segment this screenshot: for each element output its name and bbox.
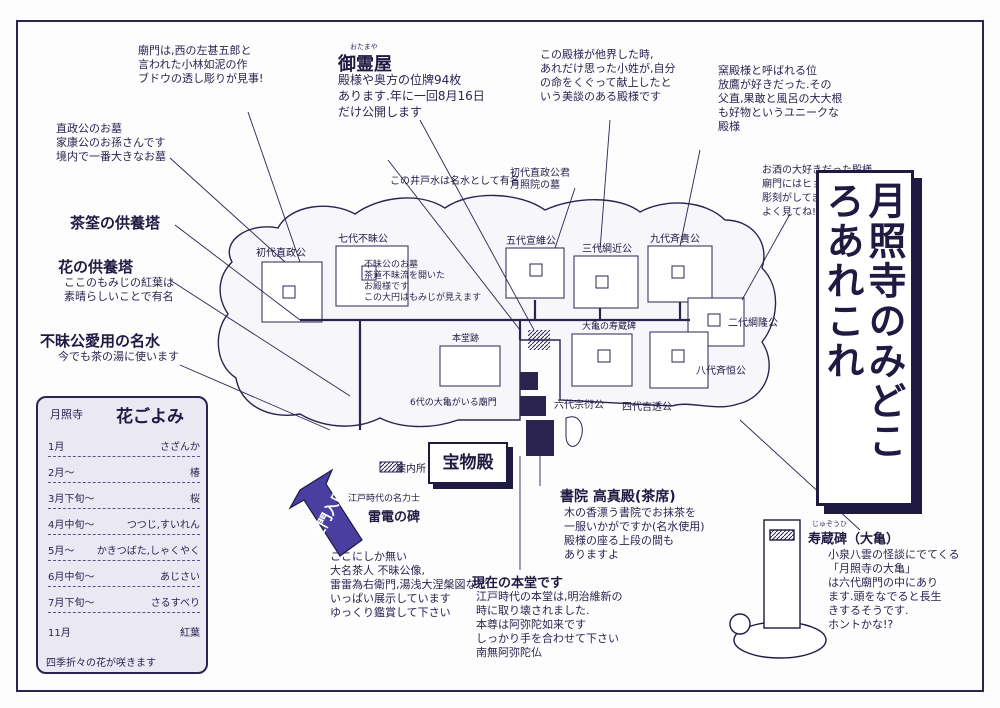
paths [300, 300, 690, 430]
label-honden-site: 本堂跡 [452, 334, 480, 344]
hondo-heading: 現在の本堂です [472, 576, 564, 591]
raiden-heading: 雷電の碑 [368, 510, 421, 525]
loyal-retainer-note: この殿様が他界した時, あれだけ思った小姓が,自分 の命をくぐって献上したと い… [540, 48, 676, 103]
hana-note: ここのもみじの紅葉は 素晴らしいことで有名 [64, 276, 174, 303]
title-box: 月照寺のみどころあれこれ [816, 170, 914, 506]
label-ninth-lord: 九代斉貴公 [650, 234, 700, 245]
calendar-row: 2月〜椿 [48, 468, 200, 479]
treasure-hall: 宝物殿 [428, 442, 508, 484]
label-eighth-lord: 八代斉恒公 [696, 366, 746, 377]
shoin-heading: 書院 高真殿(茶席) [560, 489, 676, 505]
calendar-header: 月照寺 [50, 408, 83, 421]
treasure-note: ここにしか無い 大名茶人 不昧公像, 雷雷為右衛門,湯浅大涅槃図など いっぱい展… [330, 550, 488, 619]
raiden-note: 江戸時代の名力士 [348, 494, 421, 504]
info-label: 案内所 [396, 464, 426, 475]
fumai-tomb-note: 不昧公のお墓 茶道不昧流を開いた お殿様です この大円はもみじが見えます [364, 260, 482, 303]
calendar-title: 花ごよみ [116, 407, 184, 427]
entrance-arrow [288, 468, 363, 557]
mausoleum-gate-note: 廟門は,西の左甚五郎と 言われた小林如泥の作 ブドウの透し彫りが見事! [138, 44, 264, 85]
turtle-monument [729, 519, 827, 659]
calendar-footer: 四季折々の花が咲きます [46, 658, 156, 669]
calendar-row: 6月中旬〜あじさい [48, 572, 200, 583]
info-office [379, 461, 403, 473]
tomb-markers [282, 263, 721, 363]
calendar-row: 7月下旬〜さるすべり [48, 598, 200, 609]
well-note: この井戸水は名水として有名 [390, 176, 520, 187]
plot-fifth-lord [505, 247, 565, 299]
flower-calendar: 月照寺 花ごよみ 1月さざんか 2月〜椿 3月下旬〜桜 4月中旬〜つつじ,すいれ… [36, 396, 208, 674]
label-okame: 大亀の寿蔵碑 [582, 322, 637, 332]
hondo-note: 江戸時代の本堂は,明治維新の 時に取り壊されました. 本尊は阿弥陀如来です しっ… [476, 590, 623, 659]
buildings [520, 330, 554, 456]
label-fifth-lord: 五代宣維公 [506, 236, 556, 247]
pond [565, 416, 583, 447]
shoin-note: 木の香漂う書院でお抹茶を 一服いかがですか(名水使用) 殿様の座る上段の間も あ… [564, 506, 705, 561]
water-heading: 不昧公愛用の名水 [40, 332, 161, 350]
calendar-row: 11月紅葉 [48, 628, 200, 639]
otamaya-note: 殿様や奥方の位牌94枚 あります.年に一回8月16日 だけ公開します [338, 73, 485, 119]
honden-site [439, 345, 501, 387]
calendar-row: 3月下旬〜桜 [48, 494, 200, 505]
first-lord-tomb-note: 初代直政公君 月照院の墓 [510, 168, 570, 191]
label-fourth-lord: 四代吉透公 [622, 402, 672, 413]
label-second-lord: 二代綱隆公 [728, 318, 778, 329]
jukeihi-note: 小泉八雲の怪談にでてくる 「月照寺の大亀」 は六代廟門の中にあり ます.頭をなで… [828, 548, 960, 631]
label-sixth-okame-gate: 6代の大亀がいる廟門 [410, 398, 497, 408]
calendar-row: 4月中旬〜つつじ,すいれん [48, 520, 200, 531]
label-first-lord: 初代直政公 [256, 248, 306, 259]
otamaya-ruby: おたまや [350, 43, 378, 51]
leader-lines [169, 111, 861, 570]
page-frame [16, 20, 984, 692]
falconry-lord-note: 窯殿様と呼ばれる位 放鷹が好きだった.その 父直,果敢と風呂の大大根 も好物とい… [718, 64, 843, 133]
naomasa-note: 直政公のお墓 家康公のお孫さんです 境内で一番大きなお墓 [56, 122, 166, 163]
page-title: 月照寺のみどころあれこれ [820, 181, 907, 461]
label-third-lord: 三代綱近公 [582, 244, 632, 255]
hana-heading: 花の供養塔 [58, 258, 134, 276]
label-sixth-lord: 六代宗衍公 [554, 400, 604, 411]
calendar-row: 5月〜かきつばた,しゃくやく [48, 546, 200, 557]
calendar-row: 1月さざんか [48, 442, 200, 453]
jukeihi-ruby: じゅぞうひ [812, 520, 847, 528]
otamaya-heading: 御霊屋 [338, 54, 392, 75]
jukeihi-heading: 寿蔵碑（大亀） [808, 532, 900, 547]
water-note: 今でも茶の湯に使います [58, 350, 179, 363]
chasen-heading: 茶筌の供養塔 [70, 214, 161, 232]
label-seventh-lord: 七代不昧公 [338, 234, 388, 245]
